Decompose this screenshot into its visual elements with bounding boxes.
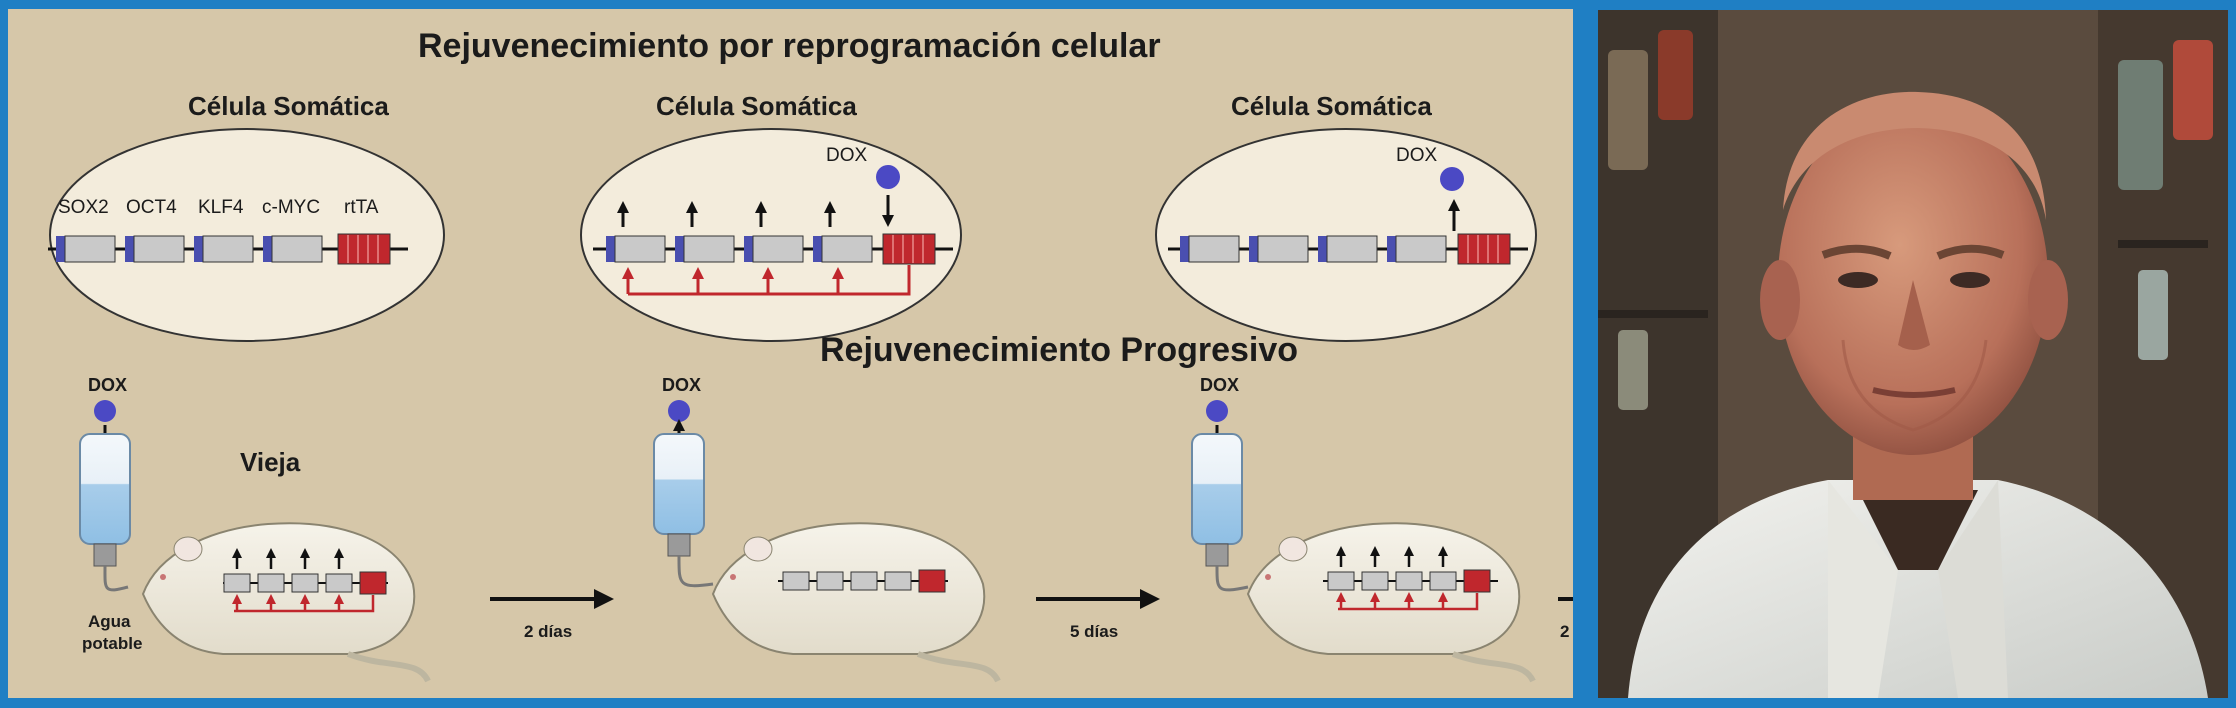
- cell-1: [49, 128, 445, 342]
- water-label-line2: potable: [82, 634, 142, 653]
- step-2-label: 5 días: [1070, 622, 1118, 641]
- dox-molecule: [1440, 167, 1464, 191]
- dox-molecule: [668, 400, 690, 422]
- cell-2: [580, 128, 962, 342]
- old-label: Vieja: [240, 447, 301, 477]
- dox-molecule: [94, 400, 116, 422]
- rat-1: [141, 522, 431, 683]
- gene-label-rtta: rtTA: [344, 197, 379, 218]
- dox-label-cell-2: DOX: [826, 145, 868, 166]
- researcher-photo: [1598, 10, 2228, 698]
- diagram-title: Rejuvenecimiento por reprogramación celu…: [418, 27, 1161, 65]
- dox-molecule: [876, 165, 900, 189]
- cell-1-label: Célula Somática: [188, 91, 389, 121]
- gene-construct-2: [593, 195, 953, 296]
- gene-label-cmyc: c-MYC: [262, 197, 320, 218]
- dox-label-bottle-1: DOX: [88, 375, 127, 395]
- lab-coat: [1628, 480, 2208, 698]
- water-bottle-1: [79, 433, 131, 592]
- reprogramming-diagram: Rejuvenecimiento por reprogramación celu…: [8, 9, 1573, 698]
- water-bottle-2: [653, 433, 714, 588]
- progressive-title: Rejuvenecimiento Progresivo: [820, 331, 1298, 369]
- gene-label-oct4: OCT4: [126, 197, 177, 218]
- dox-molecule: [1206, 400, 1228, 422]
- step-1-label: 2 días: [524, 622, 572, 641]
- dox-label-cell-3: DOX: [1396, 145, 1438, 166]
- gene-construct-3: [1168, 199, 1528, 265]
- cell-3-label: Célula Somática: [1231, 91, 1432, 121]
- dox-label-bottle-2: DOX: [662, 375, 701, 395]
- dox-label-bottle-3: DOX: [1200, 375, 1239, 395]
- gene-construct-1: [48, 233, 408, 265]
- rat-2: [711, 522, 1001, 683]
- cell-2-label: Célula Somática: [656, 91, 857, 121]
- gene-label-sox2: SOX2: [58, 197, 109, 218]
- step-3-label-partial: 2: [1560, 622, 1569, 641]
- gene-label-klf4: KLF4: [198, 197, 244, 218]
- rat-3: [1246, 522, 1536, 683]
- water-bottle-3: [1191, 433, 1249, 592]
- water-label-line1: Agua: [88, 612, 131, 631]
